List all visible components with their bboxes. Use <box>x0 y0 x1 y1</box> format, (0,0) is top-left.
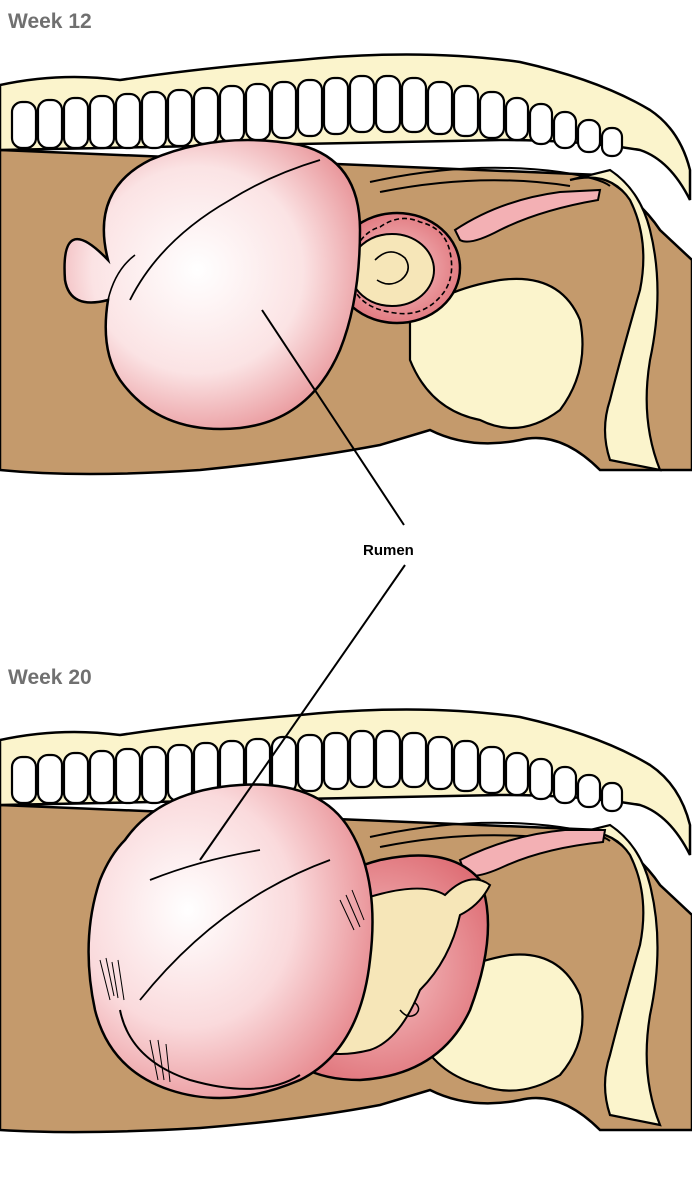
fetus <box>350 234 434 306</box>
rumen <box>89 785 373 1098</box>
rumen-callout-label: Rumen <box>361 542 416 559</box>
week-20-panel <box>0 565 692 1132</box>
week-12-panel <box>0 54 692 525</box>
